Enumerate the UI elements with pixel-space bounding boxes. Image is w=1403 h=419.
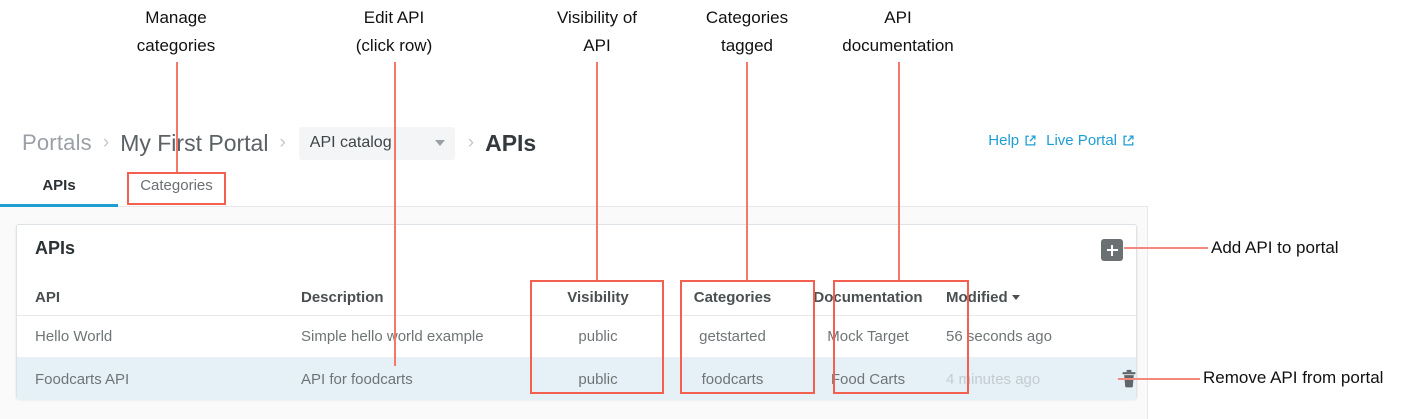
- breadcrumb-separator: ›: [467, 132, 475, 153]
- annotation-label: Remove API from portal: [1203, 368, 1384, 387]
- breadcrumb: Portals › My First Portal › API catalog …: [22, 126, 536, 160]
- column-header-modified[interactable]: Modified: [936, 289, 1106, 306]
- apis-card: APIs API Description Visibility Categori…: [16, 224, 1137, 400]
- cell-categories: getstarted: [699, 328, 766, 345]
- column-header-visibility[interactable]: Visibility: [567, 288, 629, 306]
- cell-documentation: Food Carts: [830, 370, 906, 388]
- column-header-modified-label: Modified: [946, 288, 1008, 306]
- column-header-categories[interactable]: Categories: [693, 288, 772, 306]
- tab-categories[interactable]: Categories: [128, 170, 225, 207]
- catalog-select-value: API catalog: [309, 134, 392, 151]
- annotation-label: Edit API (click row): [355, 8, 433, 55]
- top-right-links: Help Live Portal: [988, 132, 1135, 149]
- add-api-button[interactable]: [1101, 239, 1123, 261]
- sort-desc-icon: [1011, 294, 1020, 300]
- column-header-api[interactable]: API: [35, 288, 61, 306]
- cell-modified: 4 minutes ago: [946, 370, 1041, 388]
- cell-categories: foodcarts: [701, 370, 764, 388]
- tab-bar: APIs Categories: [0, 170, 1403, 207]
- help-link-label: Help: [988, 132, 1020, 149]
- annotation-label: API documentation: [842, 8, 954, 55]
- breadcrumb-separator: ›: [102, 132, 110, 153]
- column-header-documentation[interactable]: Documentation: [813, 288, 923, 306]
- breadcrumb-portals[interactable]: Portals: [22, 130, 92, 155]
- external-link-icon: [1024, 134, 1037, 147]
- help-link[interactable]: Help: [988, 132, 1037, 149]
- page-title: APIs: [485, 129, 537, 156]
- tab-apis[interactable]: APIs: [22, 170, 96, 207]
- table-row[interactable]: Foodcarts API API for foodcarts public f…: [17, 358, 1136, 400]
- breadcrumb-portal-name[interactable]: My First Portal: [120, 129, 269, 156]
- column-header-description[interactable]: Description: [301, 288, 384, 306]
- annotation-label: Visibility of API: [557, 8, 637, 55]
- catalog-select[interactable]: API catalog: [298, 126, 455, 160]
- apis-table: API Description Visibility Categories Do…: [17, 279, 1136, 400]
- annotation-leader-line: [1118, 378, 1200, 380]
- breadcrumb-separator: ›: [279, 132, 286, 153]
- annotation-leader-line: [394, 62, 396, 366]
- annotation-leader-line: [596, 62, 598, 280]
- annotation-label: Categories tagged: [705, 8, 789, 55]
- annotation-leader-line: [1124, 247, 1208, 249]
- card-title: APIs: [35, 238, 76, 258]
- annotation-leader-line: [898, 62, 900, 280]
- chevron-down-icon: [434, 140, 445, 146]
- cell-api: Hello World: [35, 328, 113, 345]
- cell-documentation: Mock Target: [827, 328, 909, 345]
- live-portal-link-label: Live Portal: [1046, 132, 1117, 149]
- table-header-row: API Description Visibility Categories Do…: [17, 279, 1136, 316]
- external-link-icon: [1122, 134, 1135, 147]
- cell-api: Foodcarts API: [35, 370, 130, 388]
- live-portal-link[interactable]: Live Portal: [1046, 132, 1135, 149]
- annotation-label: Manage categories: [136, 8, 216, 55]
- table-row[interactable]: Hello World Simple hello world example p…: [17, 316, 1136, 358]
- annotation-leader-line: [176, 62, 178, 174]
- cell-visibility: public: [578, 370, 618, 388]
- tab-apis-label: APIs: [42, 177, 76, 194]
- annotation-leader-line: [746, 62, 748, 280]
- cell-modified: 56 seconds ago: [946, 328, 1052, 345]
- cell-visibility: public: [578, 328, 618, 345]
- tab-categories-label: Categories: [140, 177, 213, 194]
- cell-description: Simple hello world example: [301, 328, 484, 345]
- annotation-label: Add API to portal: [1211, 238, 1339, 257]
- active-tab-indicator: [0, 204, 118, 207]
- cell-description: API for foodcarts: [301, 370, 413, 388]
